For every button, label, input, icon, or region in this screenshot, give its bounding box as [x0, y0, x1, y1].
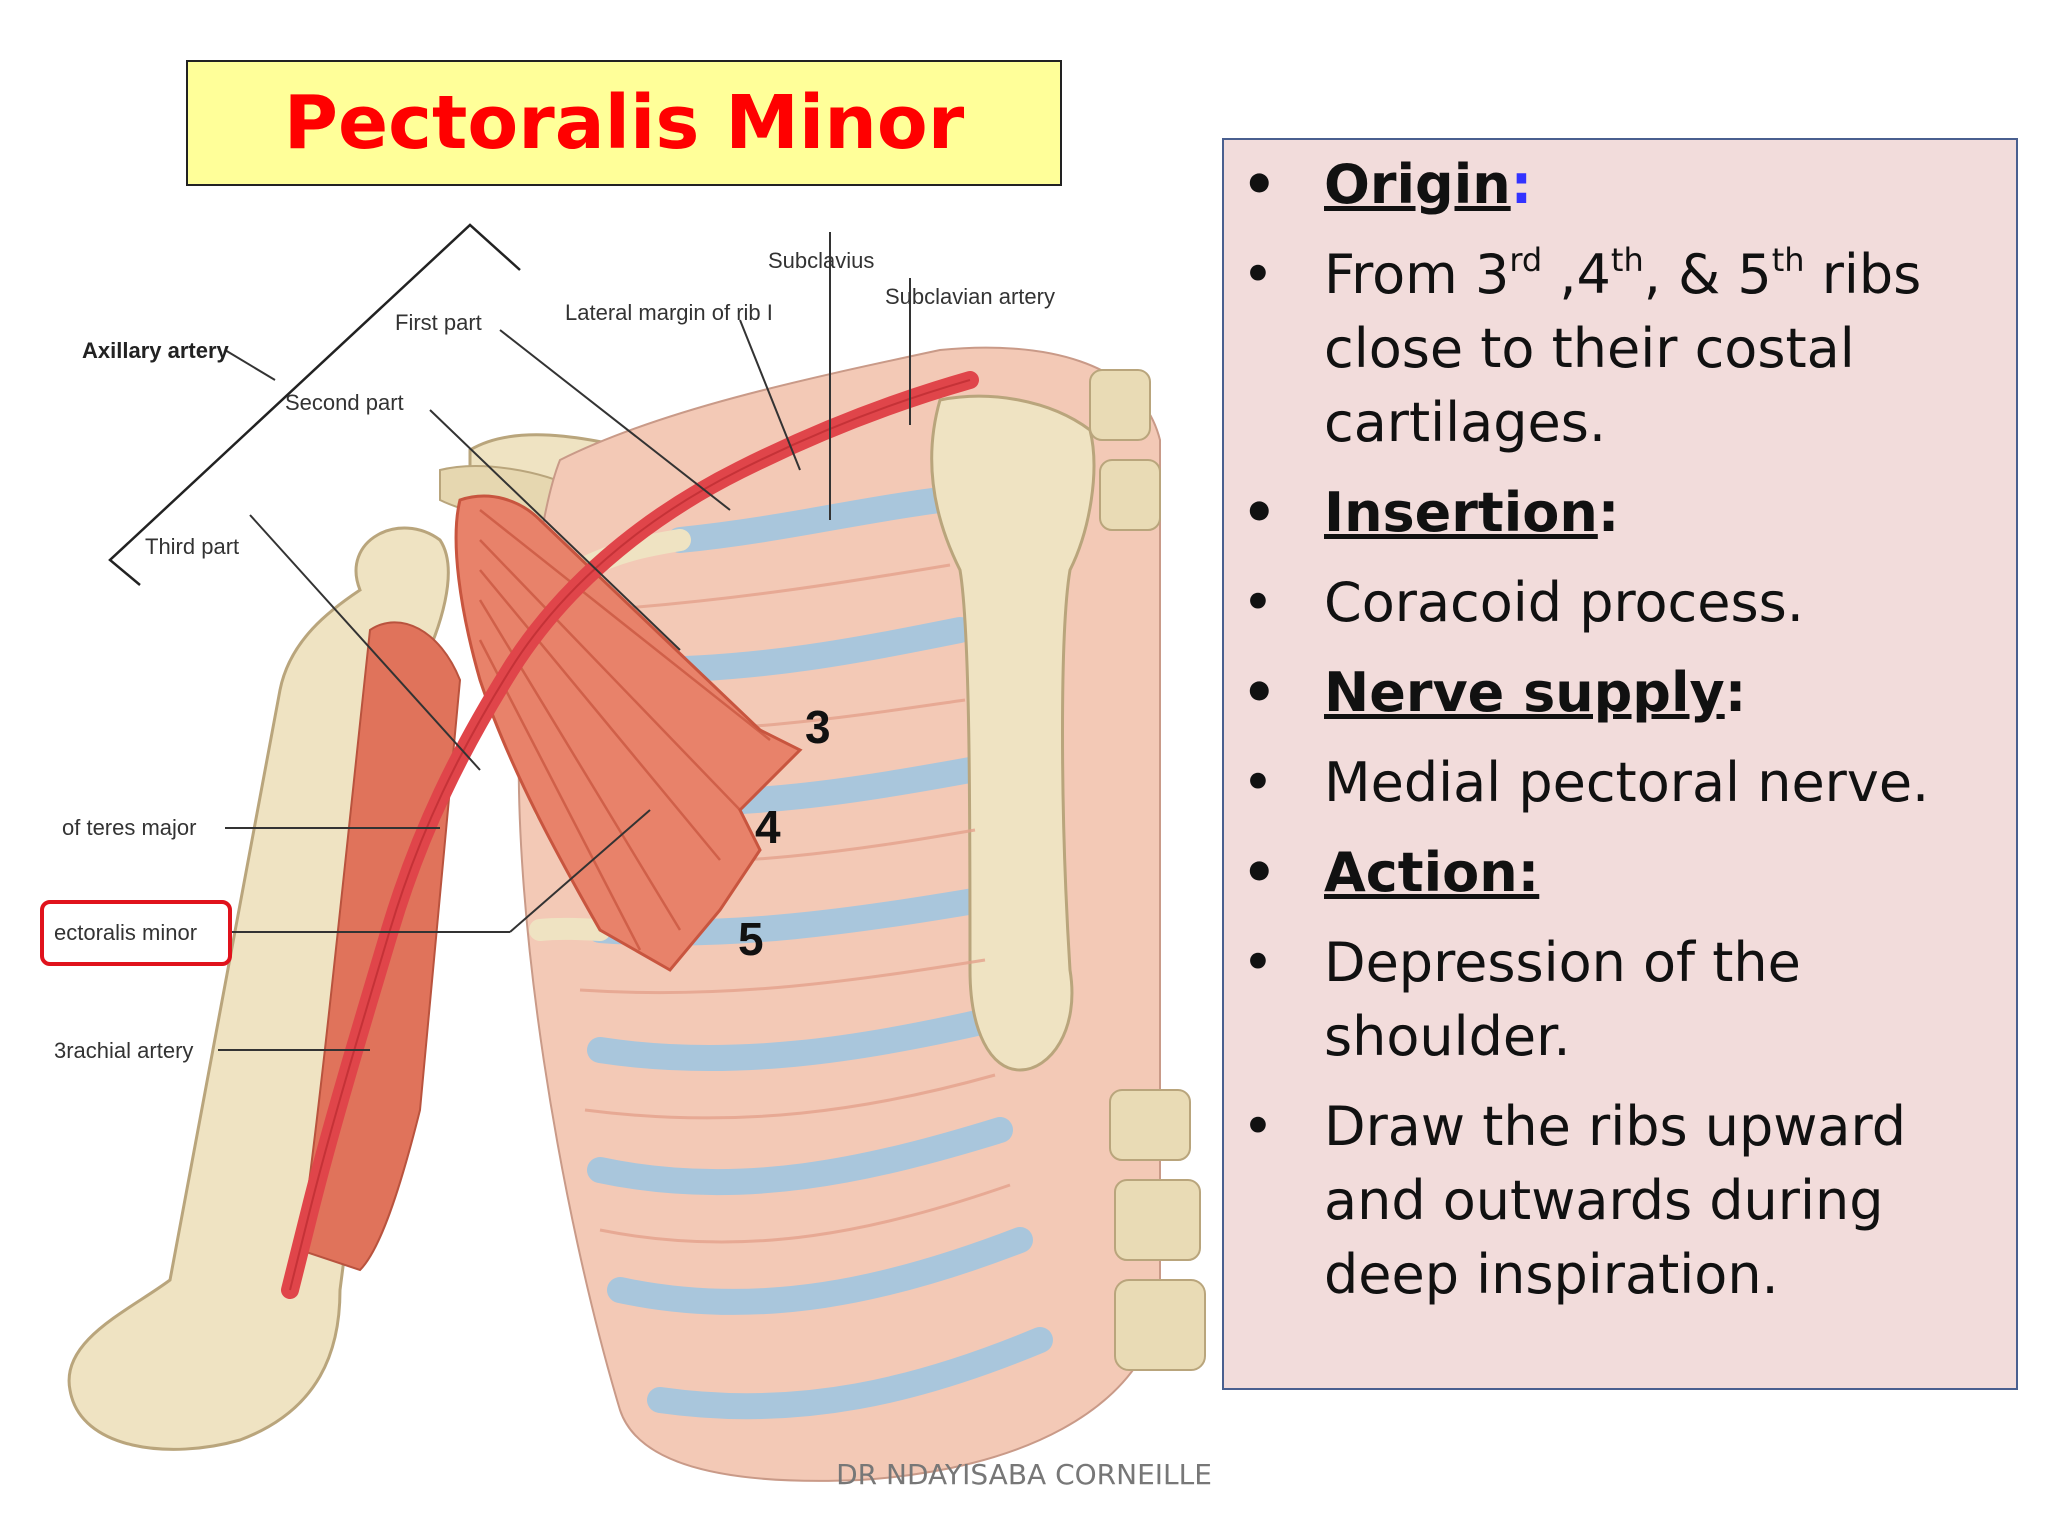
nerve-supply-heading-label: Nerve supply: [1324, 661, 1725, 724]
bullet: •: [1242, 1095, 1274, 1158]
humerus-bone: [67, 526, 450, 1451]
insertion-value: Coracoid process.: [1324, 571, 1804, 634]
slide-title: Pectoralis Minor: [283, 80, 965, 166]
info-list: • Origin: • From 3rd ,4th, & 5th ribs cl…: [1224, 148, 1996, 1312]
bullet: •: [1242, 481, 1277, 544]
action-value-1: Depression of the shoulder.: [1324, 931, 1801, 1068]
sternum: [930, 394, 1096, 1072]
insertion-heading: • Insertion:: [1224, 476, 1996, 550]
insertion-heading-label: Insertion: [1324, 481, 1598, 544]
action-heading: • Action:: [1224, 836, 1996, 910]
bullet: •: [1242, 661, 1277, 724]
pectoralis-minor-highlight: [40, 900, 232, 966]
action-text-1: • Depression of the shoulder.: [1224, 926, 1996, 1074]
label-first-part: First part: [395, 310, 482, 335]
label-axillary-artery: Axillary artery: [82, 338, 229, 363]
action-value-2: Draw the ribs upward and outwards during…: [1324, 1095, 1907, 1306]
bullet: •: [1242, 153, 1277, 216]
action-heading-label: Action:: [1324, 841, 1540, 904]
origin-sup: th: [1771, 241, 1805, 279]
bullet: •: [1242, 571, 1274, 634]
rib-number-4: 4: [755, 801, 781, 853]
bullet: •: [1242, 243, 1274, 306]
intercostal-muscles: [579, 563, 1011, 1244]
bullet: •: [1242, 931, 1274, 994]
nerve-supply-heading: • Nerve supply:: [1224, 656, 1996, 730]
info-panel: • Origin: • From 3rd ,4th, & 5th ribs cl…: [1222, 138, 2018, 1390]
label-second-part: Second part: [285, 390, 404, 415]
insertion-heading-colon: :: [1597, 481, 1620, 544]
nerve-supply-text: • Medial pectoral nerve.: [1224, 746, 1996, 820]
vertebral-column: [1089, 369, 1206, 1371]
origin-text: • From 3rd ,4th, & 5th ribs close to the…: [1224, 238, 1996, 460]
bullet: •: [1242, 841, 1277, 904]
nerve-supply-heading-colon: :: [1724, 661, 1747, 724]
anatomy-drawing: [67, 223, 1206, 1482]
axillary-bracket: [108, 223, 521, 586]
footer-author: DR NDAYISABA CORNEILLE: [836, 1458, 1212, 1491]
label-brachial-artery: 3rachial artery: [54, 1038, 194, 1063]
nerve-supply-value: Medial pectoral nerve.: [1324, 751, 1930, 814]
label-pectoralis-minor: ectoralis minor: [54, 920, 198, 945]
action-text-2: • Draw the ribs upward and outwards duri…: [1224, 1090, 1996, 1312]
label-third-part: Third part: [145, 534, 240, 559]
rib-number-3: 3: [805, 701, 831, 753]
anatomy-illustration: Subclavius Subclavian artery Lateral mar…: [40, 210, 1220, 1510]
origin-heading: • Origin:: [1224, 148, 1996, 222]
rib-number-5: 5: [738, 913, 764, 965]
origin-part: ,4: [1542, 243, 1611, 306]
label-subclavian-artery: Subclavian artery: [885, 284, 1055, 309]
origin-heading-label: Origin: [1324, 153, 1511, 216]
origin-sup: rd: [1509, 241, 1543, 279]
origin-part: , & 5: [1643, 243, 1772, 306]
origin-sup: th: [1610, 241, 1644, 279]
origin-heading-colon: :: [1510, 153, 1533, 216]
leader-lines: [218, 232, 911, 1051]
origin-part: From 3: [1324, 243, 1510, 306]
title-box: Pectoralis Minor: [186, 60, 1062, 186]
insertion-text: • Coracoid process.: [1224, 566, 1996, 640]
label-lateral-margin-rib: Lateral margin of rib I: [565, 300, 773, 325]
label-subclavius: Subclavius: [768, 248, 875, 273]
bullet: •: [1242, 751, 1274, 814]
origin-part: ribs close to their costal cartilages.: [1324, 243, 1922, 454]
label-teres-major: of teres major: [62, 815, 197, 840]
